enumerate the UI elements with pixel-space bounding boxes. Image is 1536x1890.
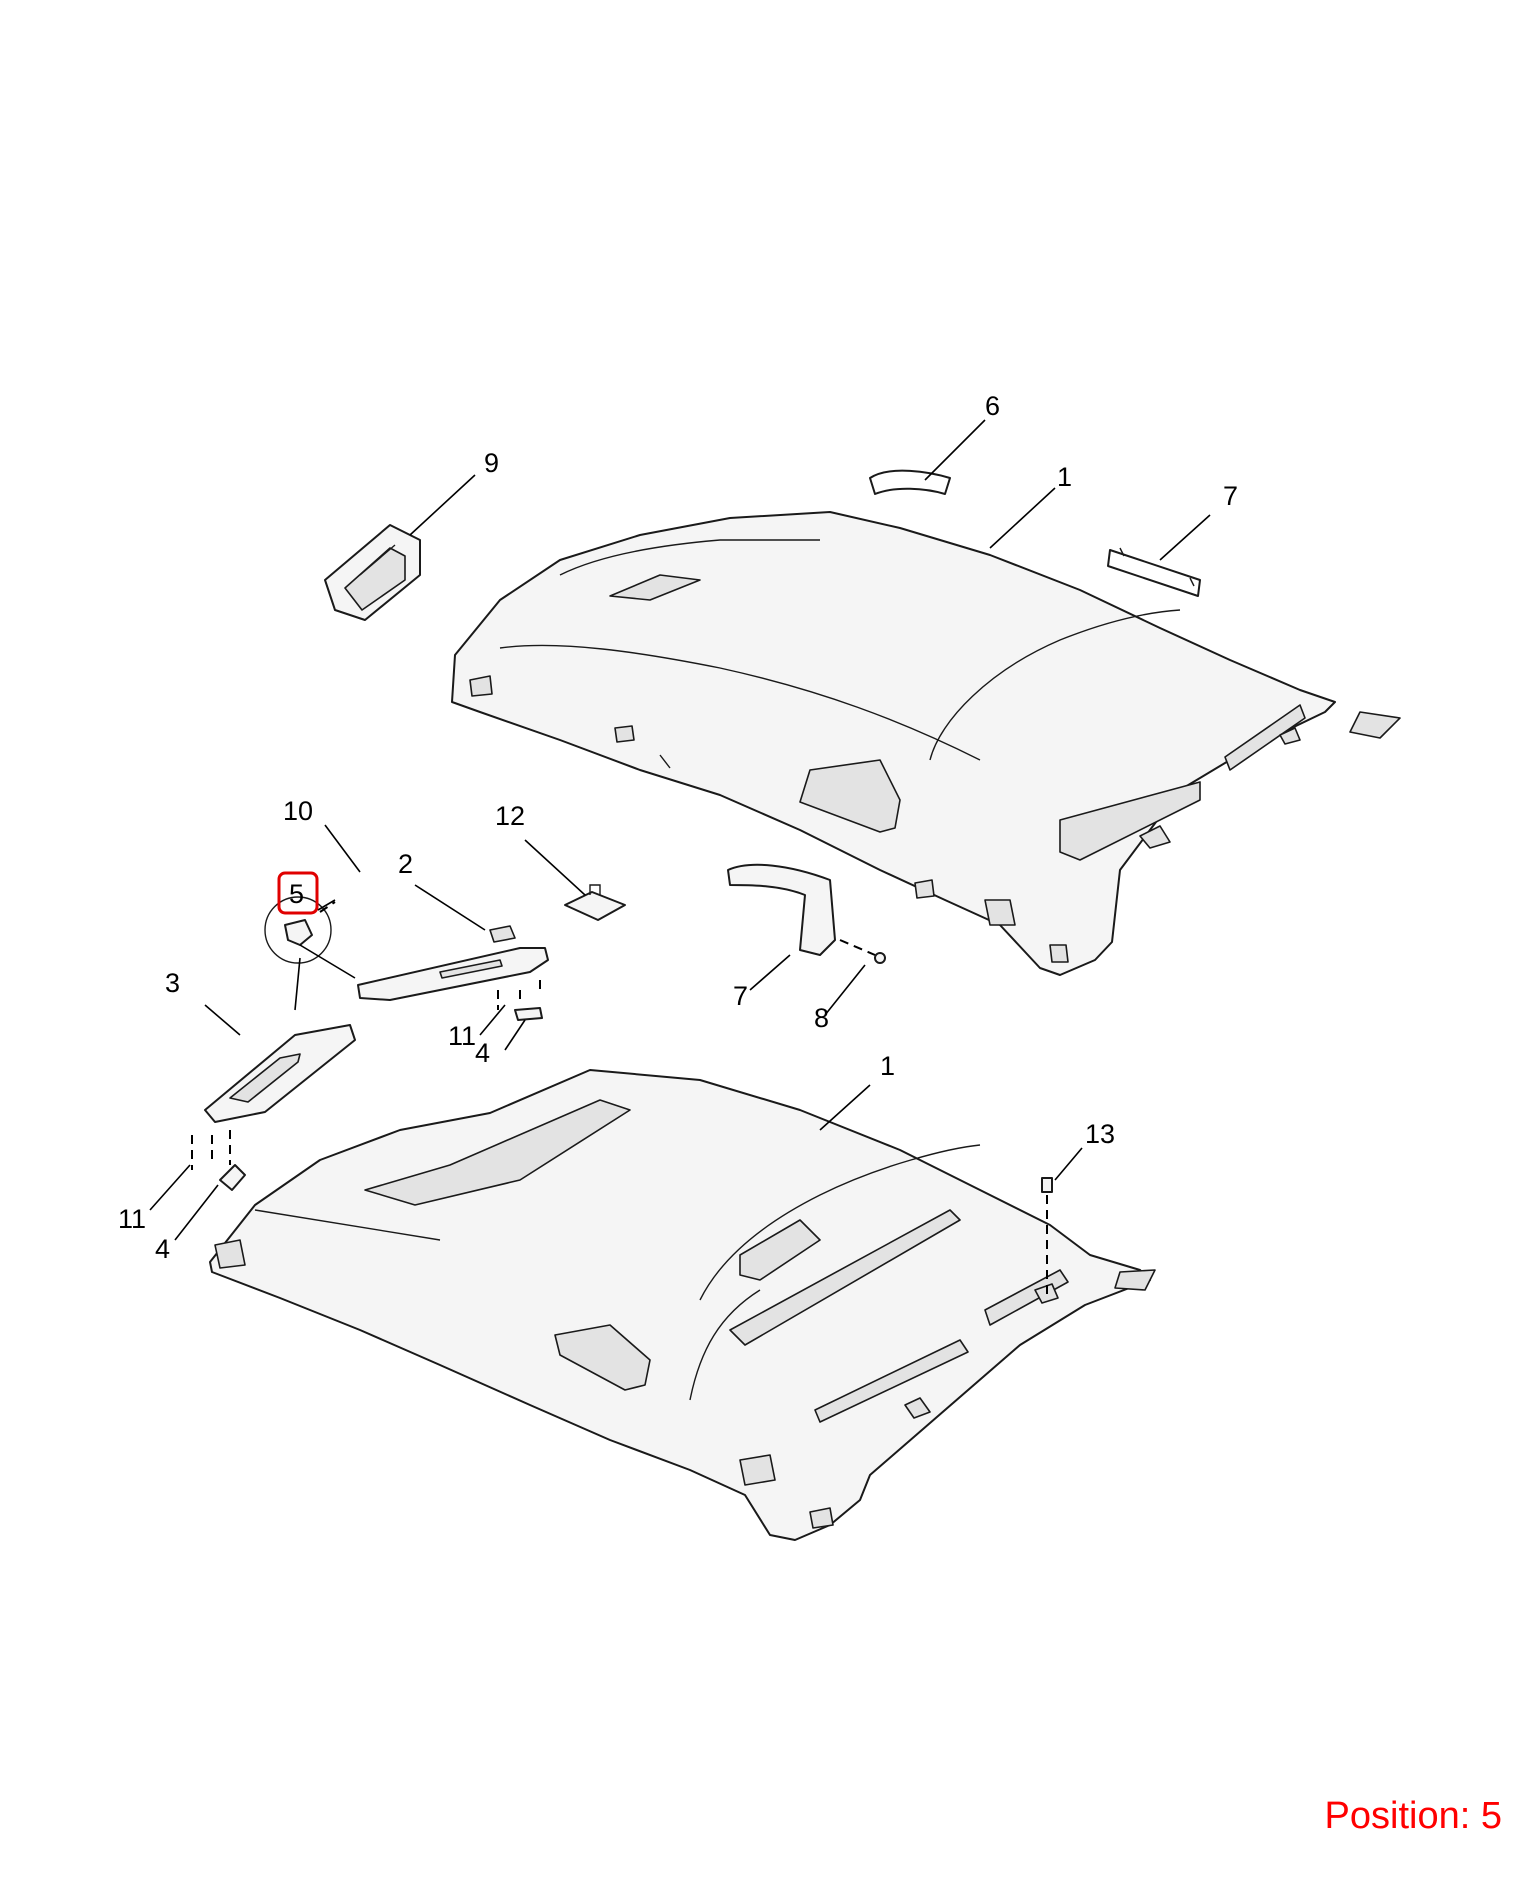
callout-4-mid: 4 [475, 1038, 490, 1068]
callout-13: 13 [1085, 1119, 1115, 1149]
part-10-screw[interactable] [317, 899, 336, 913]
part-9-overhead-lamp[interactable] [324, 524, 421, 621]
callout-5: 5 [289, 879, 304, 909]
part-7-grab-handle-mid[interactable] [727, 863, 836, 956]
position-label: Position: 5 [1325, 1795, 1502, 1837]
callout-7-mid: 7 [733, 981, 748, 1011]
part-2-sun-visor[interactable] [357, 925, 549, 1001]
part-4-clip-mid[interactable] [497, 980, 543, 1021]
part-11-screws-left[interactable] [191, 1130, 231, 1170]
callout-8: 8 [814, 1003, 829, 1033]
callout-10: 10 [283, 796, 313, 826]
part-8-screw[interactable] [839, 939, 886, 964]
part-7-grab-handle-upper[interactable] [1107, 547, 1201, 597]
callout-1-bottom: 1 [880, 1051, 895, 1081]
part-6-grab-handle[interactable] [869, 469, 951, 495]
callout-1-top: 1 [1057, 462, 1072, 492]
callout-6: 6 [985, 391, 1000, 421]
callout-12: 12 [495, 801, 525, 831]
callout-labels: 6 9 1 7 10 12 2 5 3 11 4 7 8 1 13 11 4 [118, 391, 1238, 1264]
callout-11-left: 11 [118, 1204, 146, 1234]
headliner-upper[interactable] [451, 511, 1401, 976]
callout-9: 9 [484, 448, 499, 478]
callout-7-top: 7 [1223, 481, 1238, 511]
callout-2: 2 [398, 849, 413, 879]
part-4-clip-left[interactable] [219, 1164, 246, 1191]
callout-11-mid: 11 [448, 1021, 476, 1051]
headliner-lower[interactable] [209, 1069, 1156, 1541]
part-3-sun-visor[interactable] [204, 1024, 356, 1123]
part-13-clip[interactable] [1041, 1177, 1053, 1300]
callout-4-left: 4 [155, 1234, 170, 1264]
part-12-bracket[interactable] [564, 884, 626, 921]
callout-3: 3 [165, 968, 180, 998]
part-5-visor-clip[interactable] [264, 871, 332, 964]
leader-lines [149, 419, 1211, 1241]
position-highlight-box [277, 871, 319, 915]
